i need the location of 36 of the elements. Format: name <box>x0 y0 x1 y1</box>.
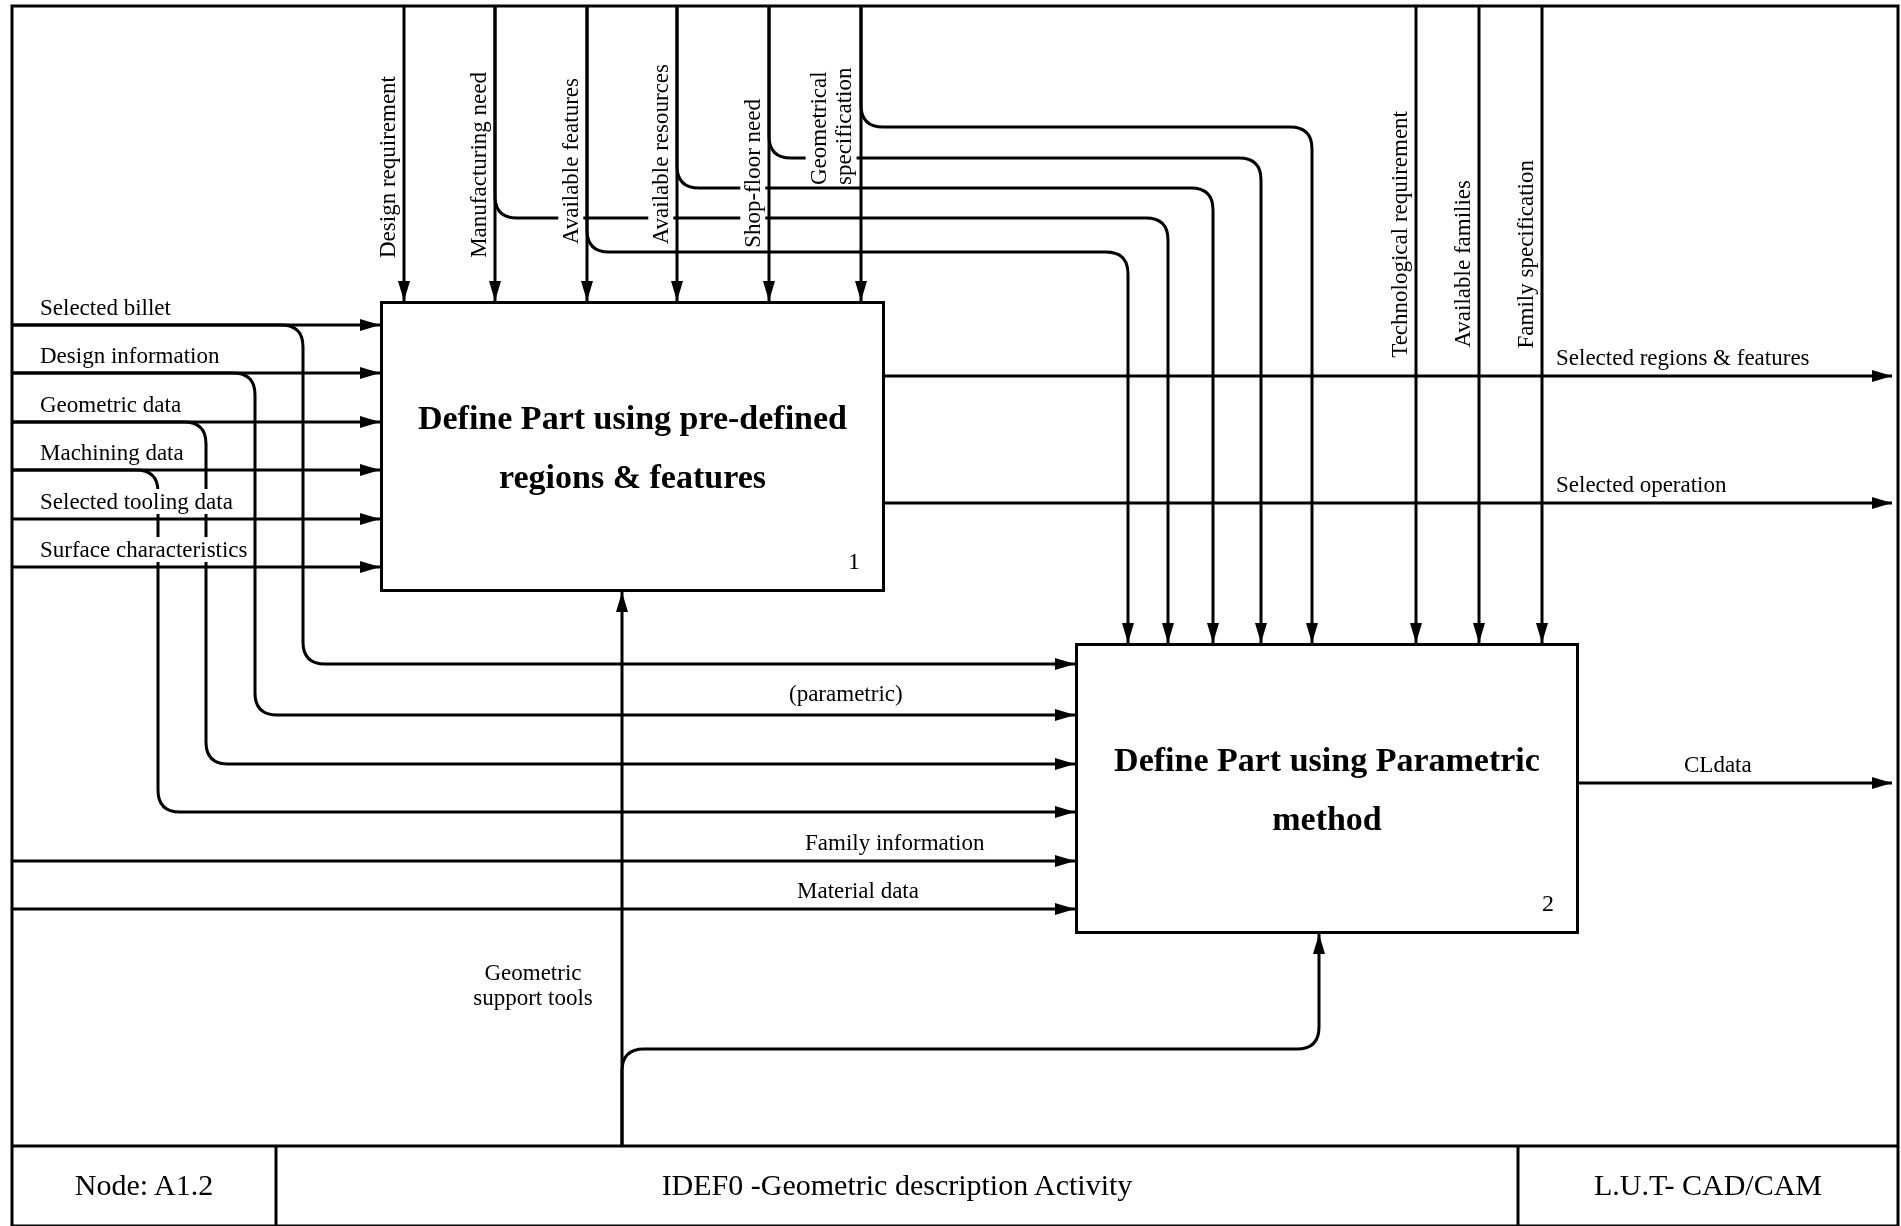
activity-box <box>380 301 885 592</box>
arrow <box>12 323 1075 670</box>
title-block-text: IDEF0 -Geometric description Activity <box>660 1168 1134 1202</box>
title-block-text: L.U.T- CAD/CAM <box>1592 1168 1824 1202</box>
arrow <box>398 6 410 301</box>
arrow-label: (parametric) <box>789 681 903 707</box>
activity-title: Define Part using Parametric method <box>1113 739 1541 839</box>
title-block-text: Node: A1.2 <box>73 1168 215 1202</box>
arrow <box>1579 777 1892 789</box>
arrow <box>12 903 1075 915</box>
arrow <box>12 371 1075 721</box>
activity-box <box>1075 643 1579 934</box>
arrow-label: Shop-floor need <box>740 99 766 248</box>
arrow <box>12 561 380 573</box>
activity-title: Define Part using pre-defined regions & features <box>416 397 849 497</box>
arrow <box>1410 6 1422 643</box>
arrow <box>675 6 1219 643</box>
arrow <box>885 370 1892 382</box>
activity-number: 1 <box>848 548 860 575</box>
arrow <box>885 497 1892 509</box>
arrow <box>1536 6 1548 643</box>
arrow <box>767 6 1267 643</box>
arrow <box>493 6 1174 643</box>
arrow <box>620 934 1325 1146</box>
arrow-label: Available resources <box>648 64 674 245</box>
arrow <box>12 420 1075 770</box>
arrow <box>859 6 1318 643</box>
arrow <box>12 513 380 525</box>
activity-number: 2 <box>1542 890 1554 917</box>
arrow <box>12 468 1075 818</box>
arrow-label: Selected tooling data <box>40 489 233 515</box>
arrow <box>1473 6 1485 643</box>
arrow <box>585 6 1134 643</box>
arrow <box>12 855 1075 867</box>
arrow-label: Surface characteristics <box>40 537 248 563</box>
arrow-label: Available features <box>558 78 584 245</box>
